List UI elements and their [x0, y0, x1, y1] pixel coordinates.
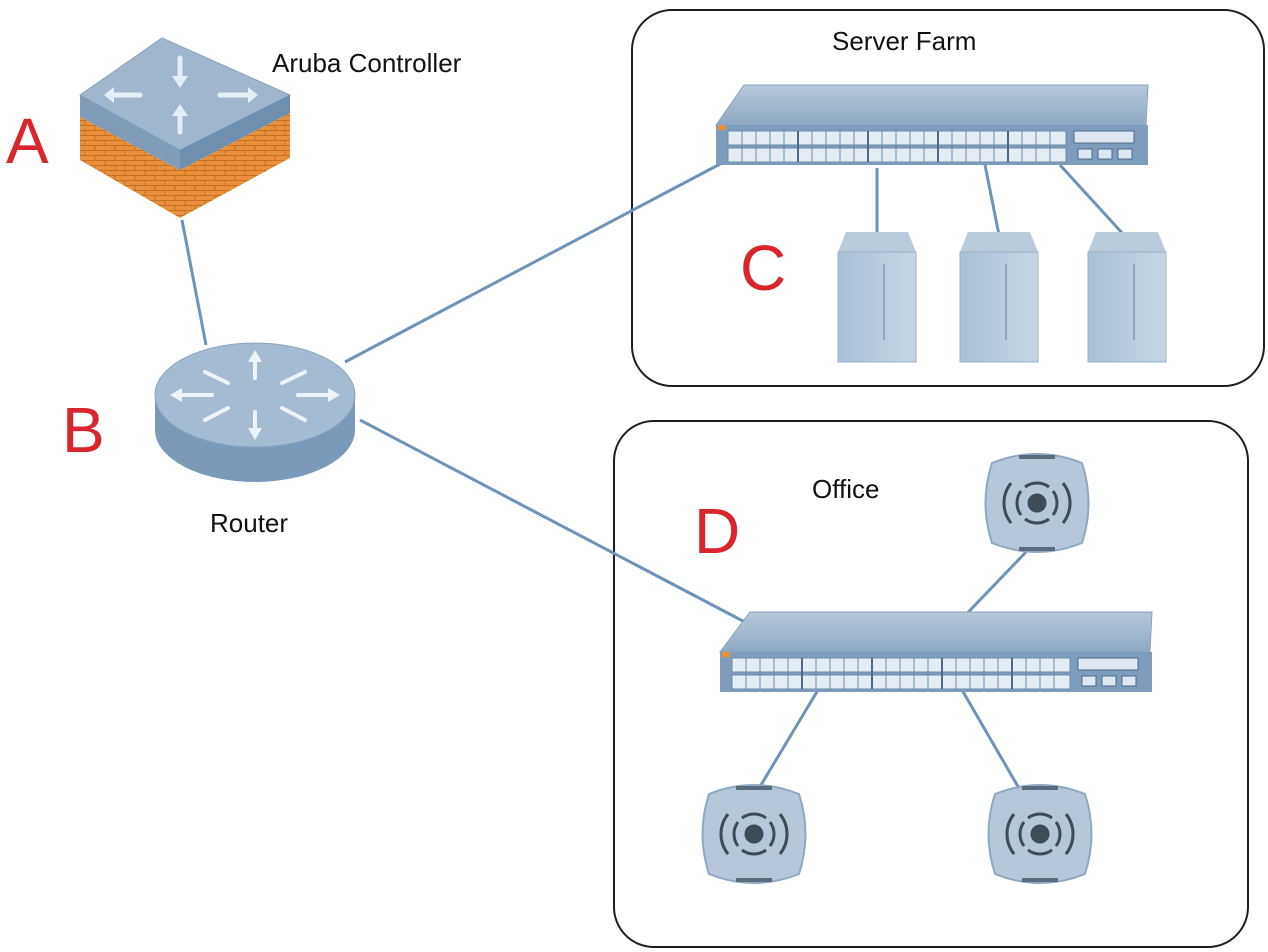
access-point-icon: [701, 784, 807, 884]
link-switch-server-3: [1058, 163, 1126, 237]
link-switch-server-2: [983, 164, 1001, 236]
router-icon: [154, 342, 356, 482]
controller-icon: [79, 37, 292, 218]
server-farm-group: [631, 9, 1265, 387]
server-icon: [1087, 232, 1167, 363]
office-label: Office: [812, 474, 879, 504]
marker-b: B: [62, 394, 105, 466]
switch-ports: [727, 130, 1067, 163]
server-icon: [959, 232, 1039, 363]
marker-a: A: [6, 105, 49, 177]
switch-icon: [719, 611, 1153, 692]
marker-c: C: [740, 232, 786, 304]
switch-ports: [731, 657, 1071, 690]
connection-lines: [180, 161, 1126, 791]
link-router-office-switch: [359, 418, 761, 632]
access-point-icon: [987, 784, 1093, 884]
server-icon: [837, 232, 917, 363]
link-router-serverfarm-switch: [344, 161, 723, 364]
link-controller-router: [180, 219, 208, 346]
router-label: Router: [210, 508, 288, 538]
link-office-switch-ap-right: [960, 689, 1022, 791]
access-point-icon: [984, 453, 1090, 553]
controller-label: Aruba Controller: [272, 48, 462, 78]
link-office-switch-ap-left: [756, 689, 820, 791]
server-farm-label: Server Farm: [832, 26, 976, 56]
switch-icon: [715, 84, 1149, 165]
marker-d: D: [694, 495, 740, 567]
